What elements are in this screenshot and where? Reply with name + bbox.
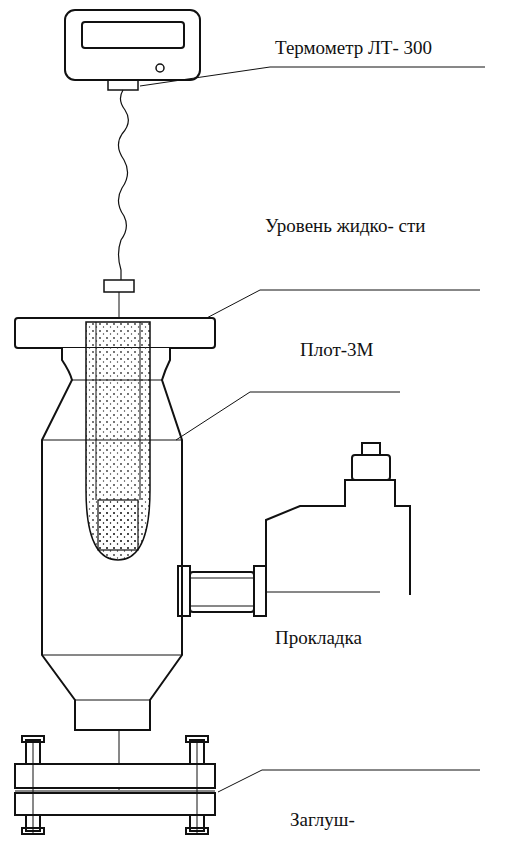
- blank-label: Заглуш-: [290, 808, 440, 832]
- thermometer-label: Термометр ЛТ- 300: [275, 36, 450, 60]
- gasket-label: Прокладка: [275, 626, 435, 650]
- level-label: Уровень жидко- сти: [265, 214, 435, 238]
- float-label: Плот-3М: [300, 338, 450, 362]
